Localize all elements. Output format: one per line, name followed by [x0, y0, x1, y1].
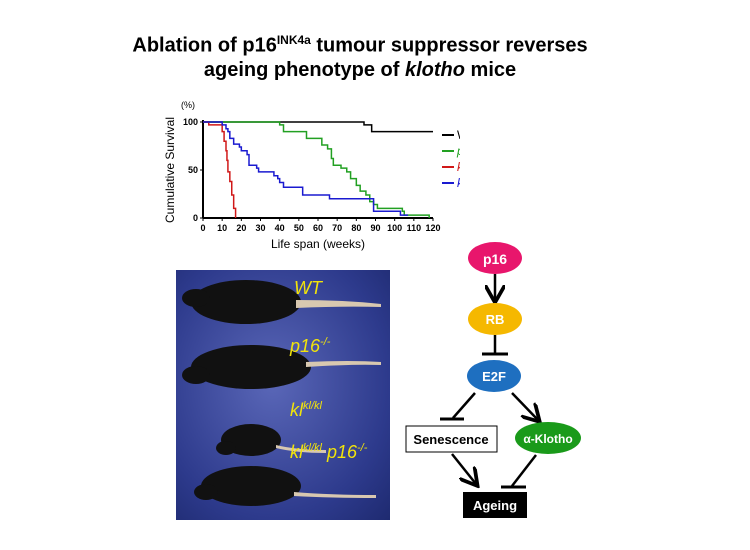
x-tick-label: 80	[351, 223, 361, 233]
x-tick-label: 50	[294, 223, 304, 233]
y-axis-label: Cumulative Survival	[163, 117, 177, 223]
arrow-e2f-klotho	[511, 392, 538, 420]
label-sup: -/-	[320, 336, 331, 348]
x-tick-label: 30	[255, 223, 265, 233]
mouse-label-p16: p16-/-	[290, 336, 330, 357]
title-italic: klotho	[404, 58, 465, 81]
y-tick-label: 50	[188, 165, 198, 175]
title-text: ageing phenotype of	[203, 58, 405, 81]
legend-label: WT	[457, 128, 460, 142]
series-line-0	[203, 121, 433, 133]
x-axis-label: Life span (weeks)	[271, 237, 365, 251]
legend-label: p16-/-	[456, 144, 460, 158]
label-sup: kl/kl	[303, 442, 322, 454]
x-tick-label: 60	[313, 223, 323, 233]
inhibit-e2f-senescence	[452, 392, 476, 419]
ageing-node	[463, 492, 527, 518]
rb-label: RB	[486, 312, 505, 327]
p16-label: p16	[483, 251, 507, 267]
x-tick-label: 20	[236, 223, 246, 233]
x-tick-label: 120	[425, 223, 440, 233]
label-text: p16	[290, 336, 321, 356]
klotho-label: α-Klotho	[523, 432, 572, 446]
y-tick-label: 100	[183, 117, 198, 127]
title-text: tumour suppressor reverses	[310, 34, 588, 57]
mouse-label-wt: WT	[294, 278, 322, 299]
label-sup: kl/kl	[303, 400, 322, 412]
series-line-2	[203, 121, 237, 218]
e2f-label: E2F	[482, 369, 506, 384]
legend-label: klkl/kl	[457, 160, 460, 174]
y-unit: (%)	[181, 100, 195, 110]
rb-node	[468, 303, 522, 335]
senescence-node	[405, 425, 498, 453]
slide-title: Ablation of p16INK4a tumour suppressor r…	[100, 28, 620, 82]
x-tick-label: 0	[200, 223, 205, 233]
ageing-label: Ageing	[473, 498, 517, 513]
p16-node	[468, 242, 522, 274]
label-text: p16	[321, 442, 357, 462]
mouse-label-kl-p16: klkl/kl p16-/-	[290, 442, 367, 463]
x-tick-label: 40	[275, 223, 285, 233]
x-tick-label: 90	[370, 223, 380, 233]
x-tick-label: 10	[217, 223, 227, 233]
x-tick-label: 110	[407, 223, 422, 233]
series-line-3	[203, 121, 409, 216]
klotho-node	[515, 422, 581, 454]
senescence-label: Senescence	[413, 432, 488, 447]
x-tick-label: 100	[387, 223, 402, 233]
y-tick-label: 0	[193, 213, 198, 223]
x-tick-label: 70	[332, 223, 342, 233]
label-text: kl	[290, 400, 303, 420]
series-line-1	[203, 121, 430, 218]
mouse-label-kl: klkl/kl	[290, 400, 322, 421]
mice-silhouettes	[182, 280, 381, 506]
title-text: Ablation of p16	[132, 34, 277, 57]
arrow-senescence-ageing	[451, 453, 476, 484]
label-text: kl	[290, 442, 303, 462]
label-text: WT	[294, 278, 322, 298]
title-sup: INK4a	[276, 33, 311, 47]
mice-photo: WT p16-/- klkl/kl klkl/kl p16-/-	[176, 270, 390, 520]
title-text: mice	[464, 58, 517, 81]
inhibit-klotho-ageing	[511, 454, 537, 487]
e2f-node	[467, 360, 521, 392]
pathway-diagram: p16 RB E2F Senescence α-Klotho Ageing	[405, 242, 581, 518]
label-sup: -/-	[357, 442, 368, 454]
